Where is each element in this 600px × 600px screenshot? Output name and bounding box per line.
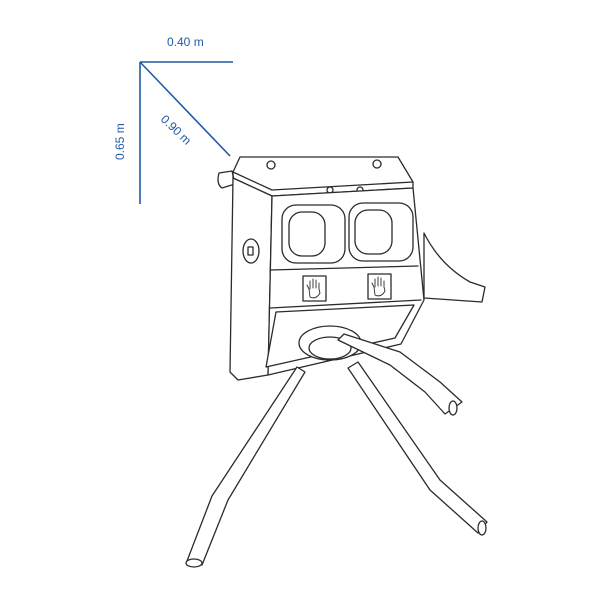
panel-divider-bottom (269, 299, 422, 309)
side-panel (229, 177, 273, 381)
panel-divider-top (269, 265, 419, 271)
arm-end-cap-left (185, 558, 203, 568)
diagonal-dimension-label: 0.90 m (158, 112, 194, 148)
dimension-lines (139, 61, 233, 204)
width-dimension-label: 0.40 m (167, 35, 204, 49)
hand-sign-left (302, 275, 327, 302)
top-lid (232, 156, 414, 191)
lamp-lens-right (354, 209, 393, 255)
tripod-arm-top (337, 333, 463, 415)
arm-end-cap-top (448, 400, 458, 416)
lamp-lens-left (288, 211, 326, 257)
hand-sign-right (367, 273, 392, 300)
hand-sign-frame-right (367, 273, 392, 300)
arm-end-cap-right (477, 520, 487, 536)
hand-icon (371, 276, 386, 297)
lid-screw-left (266, 160, 276, 170)
key-slot (247, 246, 254, 256)
tripod-arm-right (347, 361, 488, 534)
side-wing (423, 232, 486, 303)
lid-screw-right (372, 159, 382, 169)
rotor-hub-cap (308, 336, 352, 360)
tripod-arm-left (186, 366, 306, 566)
diagonal-dimension-line (139, 61, 231, 157)
turnstile-drawing (185, 156, 488, 568)
hand-sign-frame-left (302, 275, 327, 302)
hand-icon (306, 278, 321, 299)
height-dimension-label: 0.65 m (113, 123, 127, 160)
